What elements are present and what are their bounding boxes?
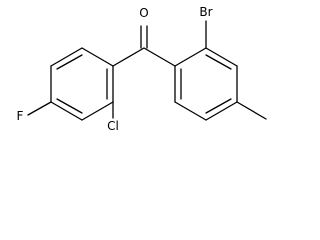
- right-ring-bond-4: [205, 101, 238, 121]
- chlorine-label: Cl: [107, 119, 119, 133]
- bromine-label: Br: [199, 5, 212, 19]
- left-ring-bond-1: [81, 47, 114, 67]
- right-ring-double-1: [205, 54, 232, 70]
- carbonyl-left-bond: [112, 47, 145, 67]
- right-ring-bond-5: [174, 101, 207, 121]
- structure-canvas: O Br Cl F: [17, 5, 267, 133]
- carbonyl-group: [112, 25, 176, 67]
- right-ring: [174, 20, 267, 121]
- left-ring-bond-5: [81, 101, 114, 121]
- fluorine-bond: [27, 101, 52, 116]
- right-ring-bond-2: [205, 47, 238, 67]
- left-ring-bond-2: [50, 47, 83, 67]
- left-ring-double-1: [56, 54, 83, 70]
- left-ring-double-2: [56, 98, 83, 114]
- fluorine-label: F: [17, 109, 24, 123]
- carbonyl-right-bond: [143, 47, 176, 67]
- molecule-structure: O Br Cl F: [17, 5, 267, 133]
- right-ring-double-2: [205, 98, 232, 114]
- left-ring-bond-4: [50, 101, 83, 121]
- left-ring: [27, 47, 114, 121]
- oxygen-label: O: [139, 6, 148, 20]
- right-ring-bond-1: [174, 47, 207, 67]
- methyl-bond: [236, 101, 267, 120]
